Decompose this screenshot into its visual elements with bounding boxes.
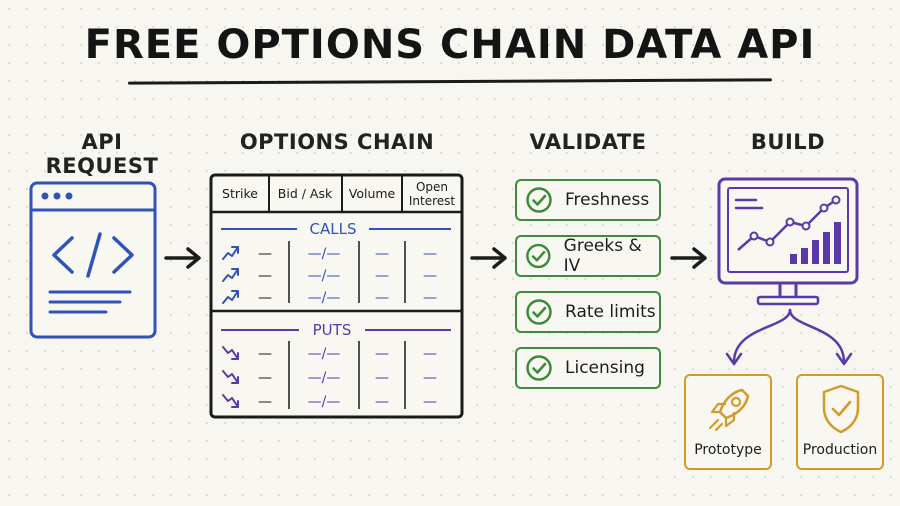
header-strike: Strike [222, 186, 258, 201]
trend-up-icon [222, 290, 239, 304]
strike-cell: — [258, 268, 272, 284]
browser-code-icon [29, 181, 157, 339]
monitor-chart-icon [717, 177, 859, 306]
rocket-icon [708, 388, 750, 432]
stage-build: BUILD [750, 130, 826, 154]
bid-ask-cell: —/— [308, 370, 341, 386]
output-prototype: Prototype [684, 374, 772, 470]
open-interest-cell: — [423, 246, 437, 262]
branch-arrows [725, 308, 853, 366]
bid-ask-cell: —/— [308, 394, 341, 410]
volume-cell: — [375, 394, 389, 410]
output-production: Production [796, 374, 884, 470]
trend-down-icon [222, 346, 239, 360]
table-rows: — —/— — — — —/— — — — —/— — — — —/— — — — —/— — — — —/— — — [222, 246, 437, 410]
header-open: Open [416, 180, 448, 194]
check-circle-icon [526, 187, 552, 213]
header-bid-ask: Bid / Ask [278, 186, 333, 201]
check-rate-limits: Rate limits [515, 291, 661, 333]
shield-check-icon [822, 384, 860, 434]
trend-up-icon [222, 246, 239, 260]
check-circle-icon [526, 355, 552, 381]
check-label: Greeks & IV [563, 236, 642, 276]
trend-down-icon [222, 370, 239, 384]
trend-up-icon [222, 268, 239, 282]
check-label: Licensing [565, 358, 645, 378]
output-label: Production [802, 442, 878, 458]
strike-cell: — [258, 246, 272, 262]
arrow-right-icon [670, 247, 707, 269]
volume-cell: — [375, 346, 389, 362]
open-interest-cell: — [423, 370, 437, 386]
calls-label: CALLS [310, 220, 357, 238]
bid-ask-cell: —/— [308, 268, 341, 284]
title-underline [127, 78, 773, 85]
strike-cell: — [258, 370, 272, 386]
volume-cell: — [375, 290, 389, 306]
check-freshness: Freshness [515, 179, 661, 221]
check-greeks-iv: Greeks & IV [515, 235, 661, 277]
puts-label: PUTS [313, 321, 352, 339]
open-interest-cell: — [423, 346, 437, 362]
stage-validate: VALIDATE [529, 130, 647, 154]
check-label: Freshness [565, 190, 650, 210]
volume-cell: — [375, 370, 389, 386]
output-label: Prototype [694, 442, 762, 458]
header-volume: Volume [349, 186, 396, 201]
options-chain-table: Strike Bid / Ask Volume Open Interest CA… [209, 173, 464, 419]
stage-options-chain: OPTIONS CHAIN [239, 130, 435, 154]
check-circle-icon [526, 243, 551, 269]
open-interest-cell: — [423, 290, 437, 306]
arrow-right-icon [470, 247, 507, 269]
check-circle-icon [526, 299, 552, 325]
strike-cell: — [258, 394, 272, 410]
strike-cell: — [258, 290, 272, 306]
bid-ask-cell: —/— [308, 246, 341, 262]
header-interest: Interest [409, 194, 456, 208]
trend-down-icon [222, 394, 239, 408]
bid-ask-cell: —/— [308, 290, 341, 306]
bid-ask-cell: —/— [308, 346, 341, 362]
strike-cell: — [258, 346, 272, 362]
page-title: FREE OPTIONS CHAIN DATA API [84, 22, 816, 68]
check-label: Rate limits [565, 302, 656, 322]
volume-cell: — [375, 268, 389, 284]
check-licensing: Licensing [515, 347, 661, 389]
stage-api-request: API REQUEST [45, 130, 159, 178]
volume-cell: — [375, 246, 389, 262]
open-interest-cell: — [423, 268, 437, 284]
arrow-right-icon [164, 247, 201, 269]
open-interest-cell: — [423, 394, 437, 410]
